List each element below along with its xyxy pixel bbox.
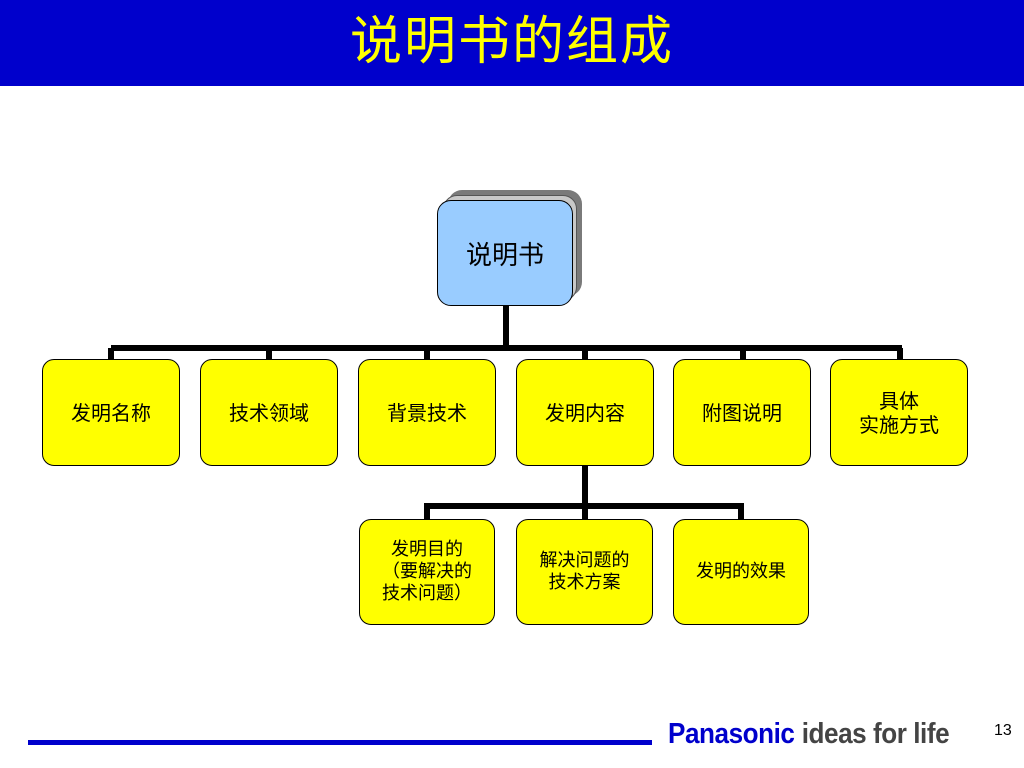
node-invention-title: 发明名称 bbox=[42, 359, 180, 466]
brand-slogan: ideas for life bbox=[801, 718, 950, 750]
node-drawings-description: 附图说明 bbox=[673, 359, 811, 466]
page-number: 13 bbox=[994, 722, 1012, 739]
node-background-art: 背景技术 bbox=[358, 359, 496, 466]
node-embodiments: 具体 实施方式 bbox=[830, 359, 968, 466]
node-invention-content: 发明内容 bbox=[516, 359, 654, 466]
node-technical-solution: 解决问题的 技术方案 bbox=[516, 519, 653, 625]
brand-name: Panasonic bbox=[668, 718, 795, 750]
node-invention-effect: 发明的效果 bbox=[673, 519, 809, 625]
title-bar bbox=[0, 0, 1024, 86]
node-invention-purpose: 发明目的 （要解决的 技术问题） bbox=[359, 519, 495, 625]
root-node: 说明书 bbox=[437, 200, 573, 306]
slide-title: 说明书的组成 bbox=[349, 12, 674, 72]
footer-divider bbox=[28, 740, 652, 745]
node-technical-field: 技术领域 bbox=[200, 359, 338, 466]
